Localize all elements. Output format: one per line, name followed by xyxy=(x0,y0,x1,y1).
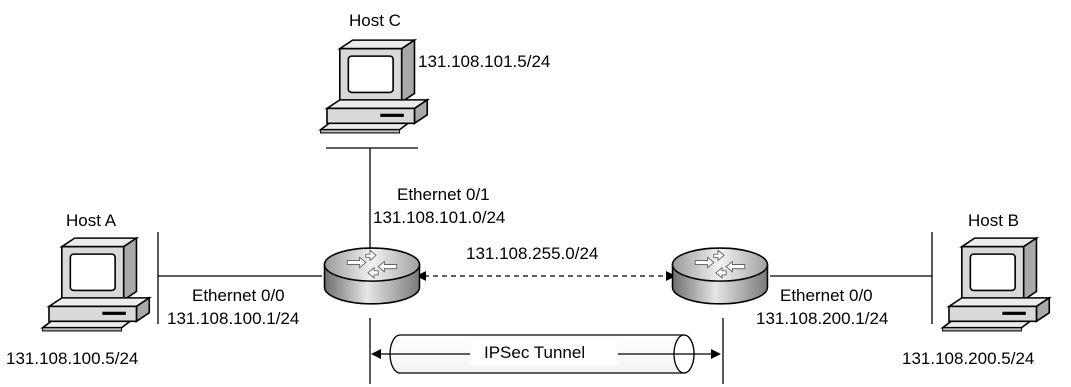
router-right-eth00-ip: 131.108.200.1/24 xyxy=(756,309,889,328)
ipsec-tunnel-label: IPSec Tunnel xyxy=(484,343,586,362)
wan-network-label: 131.108.255.0/24 xyxy=(466,244,599,263)
ipsec-tunnel xyxy=(371,334,721,374)
host-a-icon xyxy=(41,237,151,332)
router-left-eth01-net: 131.108.101.0/24 xyxy=(373,208,506,227)
wan-link xyxy=(416,271,676,281)
router-right-eth00-name: Ethernet 0/0 xyxy=(780,286,873,305)
host-b-icon xyxy=(941,237,1051,332)
host-a-ip: 131.108.100.5/24 xyxy=(6,349,139,368)
router-left-icon xyxy=(323,247,421,305)
host-b-name: Host B xyxy=(968,211,1020,230)
host-c-ip: 131.108.101.5/24 xyxy=(418,52,551,71)
host-c-name: Host C xyxy=(349,11,401,30)
router-left-eth00-name: Ethernet 0/0 xyxy=(192,286,285,305)
host-c-icon xyxy=(319,39,429,134)
router-right-icon xyxy=(671,247,769,305)
router-left-eth01-name: Ethernet 0/1 xyxy=(397,185,490,204)
host-b-ip: 131.108.200.5/24 xyxy=(902,349,1035,368)
host-a-name: Host A xyxy=(66,211,117,230)
connection-lines xyxy=(157,147,933,384)
router-left-eth00-ip: 131.108.100.1/24 xyxy=(167,309,300,328)
